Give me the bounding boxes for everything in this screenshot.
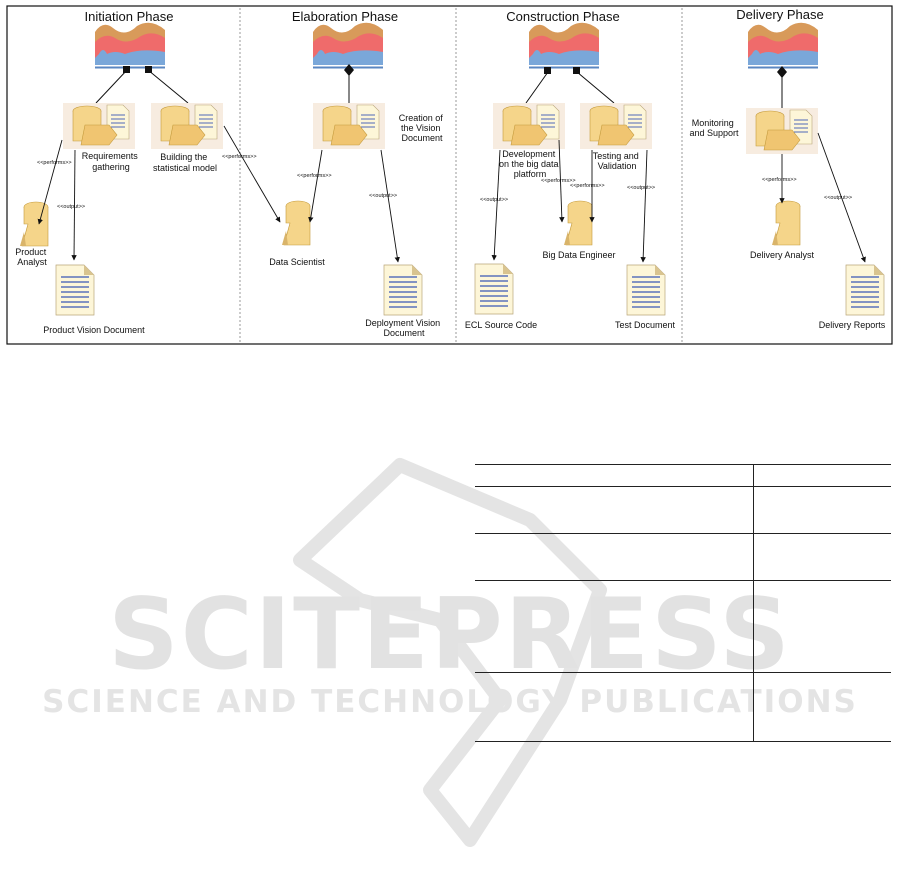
doc-delivery-reports-icon [845, 264, 885, 316]
stereotype-performs: <<performs>> [541, 178, 576, 184]
doc-product-vision-label: Product Vision Document [43, 325, 145, 335]
phase-title-elaboration: Elaboration Phase [292, 9, 398, 24]
doc-product-vision-icon [55, 264, 95, 316]
phase-title-delivery: Delivery Phase [736, 7, 823, 22]
doc-test-document-label: Test Document [615, 320, 676, 330]
table-row-line [475, 580, 891, 581]
role-product-analyst-label: Product Analyst [15, 247, 49, 267]
stereotype-performs: <<performs>> [297, 173, 332, 179]
stereotype-output: <<output>> [57, 204, 85, 210]
stereotype-output: <<output>> [369, 193, 397, 199]
phase-icon [95, 22, 165, 69]
doc-delivery-reports-label: Delivery Reports [819, 320, 886, 330]
stereotype-output: <<output>> [627, 185, 655, 191]
phase-title-initiation: Initiation Phase [85, 9, 174, 24]
phase-title-construction: Construction Phase [506, 9, 619, 24]
role-big-data-engineer-icon [563, 200, 593, 246]
doc-deployment-vision-icon [383, 264, 423, 316]
phase-icon [313, 22, 383, 69]
table-row-line [475, 741, 891, 742]
stereotype-output: <<output>> [824, 195, 852, 201]
stereotype-performs: <<performs>> [570, 183, 605, 189]
doc-deployment-vision-label: Deployment Vision Document [365, 318, 442, 338]
role-delivery-analyst-icon [771, 200, 801, 246]
table-row-line [475, 464, 891, 465]
stereotype-performs: <<performs>> [762, 177, 797, 183]
stereotype-output: <<output>> [480, 197, 508, 203]
table-row-line [475, 672, 891, 673]
phase-icon [529, 22, 599, 69]
task-development-icon [492, 102, 566, 150]
stereotype-performs: <<performs>> [222, 154, 257, 160]
task-testing-icon [579, 102, 653, 150]
task-testing-label: Testing and Validation [593, 151, 642, 171]
role-data-scientist-icon [281, 200, 311, 246]
role-delivery-analyst-label: Delivery Analyst [750, 250, 815, 260]
table-column-line [753, 464, 754, 742]
doc-test-document-icon [626, 264, 666, 316]
task-monitoring-icon [745, 107, 819, 155]
task-vision-icon [312, 102, 386, 150]
task-statistical-model-icon [150, 102, 224, 150]
task-requirements-icon [62, 102, 136, 150]
table-row-line [475, 486, 891, 487]
table-row-line [475, 533, 891, 534]
process-diagram: Initiation Phase Elaboration Phase Const… [6, 5, 893, 345]
task-vision-label: Creation of the Vision Document [399, 113, 446, 143]
task-statistical-model-label: Building the statistical model [153, 152, 217, 173]
composition-connectors [95, 69, 783, 108]
role-big-data-engineer-label: Big Data Engineer [542, 250, 615, 260]
phase-icon [748, 22, 818, 69]
task-requirements-label: Requirements gathering [82, 151, 141, 172]
doc-ecl-source-icon [474, 263, 514, 315]
empty-table [475, 464, 891, 742]
task-monitoring-label: Monitoring and Support [689, 118, 739, 138]
task-development-label: Development on the big data platform [499, 149, 561, 179]
stereotype-performs: <<performs>> [37, 160, 72, 166]
composition-diamonds [123, 64, 787, 78]
relation-arrows [37, 125, 866, 263]
role-product-analyst-icon [19, 201, 49, 247]
diagram-frame [6, 5, 893, 345]
role-data-scientist-label: Data Scientist [269, 257, 325, 267]
doc-ecl-source-label: ECL Source Code [465, 320, 537, 330]
